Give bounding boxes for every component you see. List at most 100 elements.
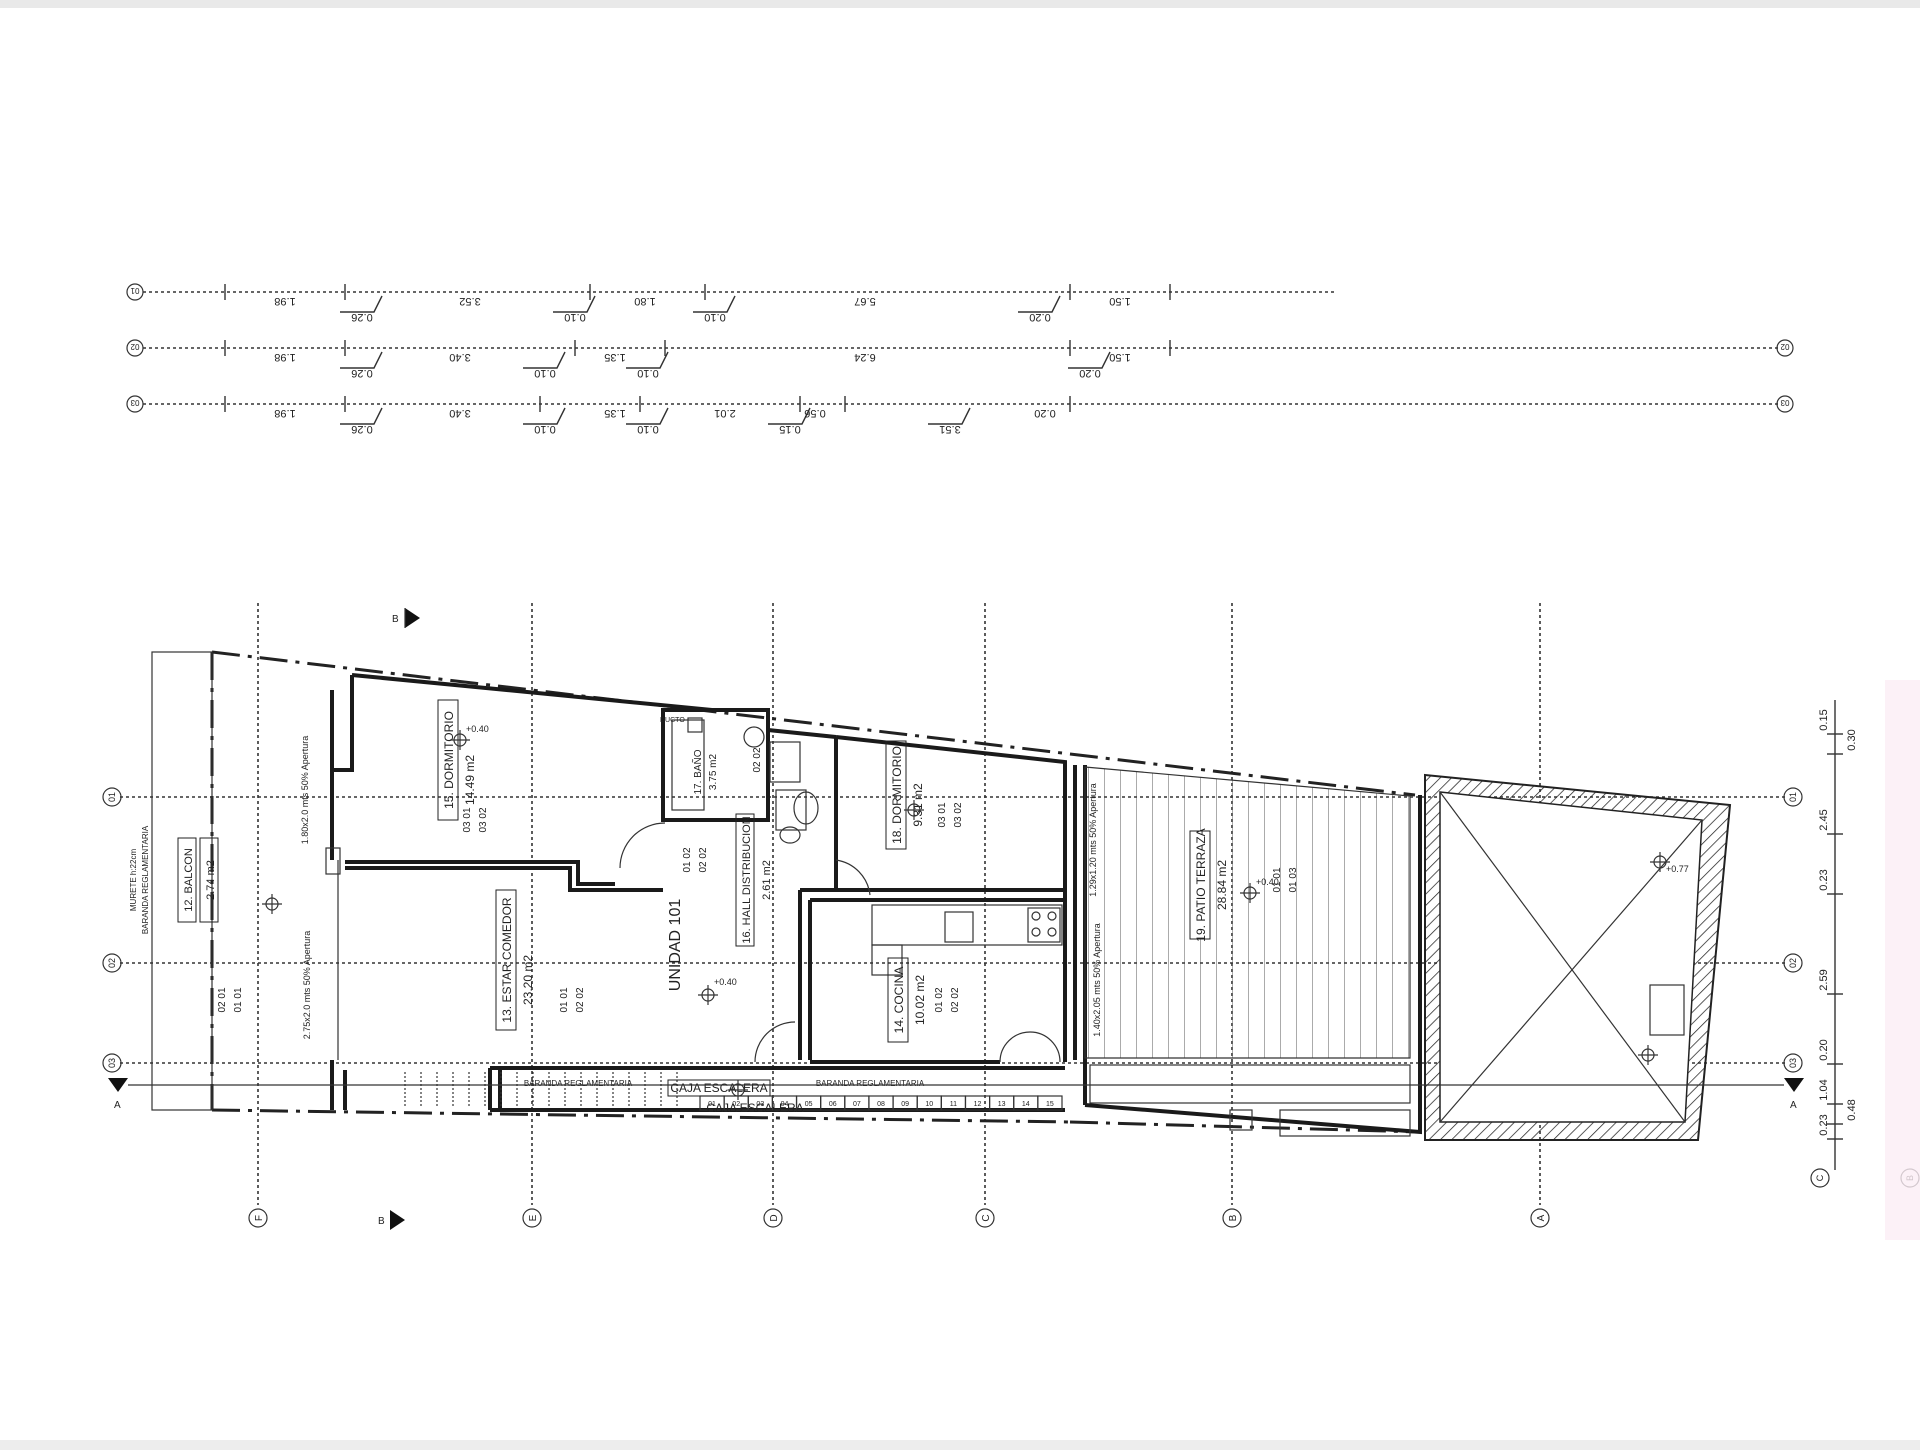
room-cocina-code-2: 02 02 <box>950 987 961 1012</box>
column-axis-label: F <box>254 1215 265 1221</box>
room-estar-area: 23.20 m2 <box>521 955 535 1005</box>
stair-step-number: 07 <box>853 1101 861 1108</box>
right-dimension-value: 2.45 <box>1818 809 1830 830</box>
room-estar-code-2: 02 02 <box>575 987 586 1012</box>
room-balcon-area: 2.74 m2 <box>205 860 217 900</box>
dimension-value: 1.50 <box>1109 351 1130 363</box>
room-bano-name: 17. BAÑO <box>691 749 704 794</box>
section-mark-b-bottom: B <box>378 1216 385 1227</box>
column-axis-bubble <box>975 1208 995 1228</box>
dimension-value: 0.10 <box>637 367 658 379</box>
row-axis-label: 02 <box>1788 958 1798 968</box>
right-dimension-string: 0.150.302.450.232.590.201.040.480.23CB <box>1810 700 1920 1188</box>
section-mark-b-top: B <box>392 614 399 625</box>
room-balcon-code-2: 01 01 <box>233 987 244 1012</box>
room-dorm2-code-2: 03 02 <box>953 802 964 827</box>
dimension-value: 1.98 <box>274 407 295 419</box>
room-bano-code-1: 02 02 <box>752 747 763 772</box>
stair-step-number: 03 <box>756 1101 764 1108</box>
level-patio: +0.40 <box>1256 877 1279 887</box>
row-axis-bubble <box>102 787 122 807</box>
stair-baranda-2: BARANDA REGLAMENTARIA <box>816 1079 925 1088</box>
axis-bubble-label: 01 <box>130 286 139 295</box>
room-hall-code-1: 01 02 <box>682 847 693 872</box>
dimension-value: 1.98 <box>274 295 295 307</box>
stair-step-number: 15 <box>1046 1101 1054 1108</box>
right-dimension-value: 0.20 <box>1818 1039 1830 1060</box>
dimension-value: 3.40 <box>449 351 470 363</box>
ducto-label: DUCTO <box>660 717 685 724</box>
row-axis-bubble <box>102 1053 122 1073</box>
dimension-value: 1.35 <box>604 351 625 363</box>
section-mark-a-left: A <box>114 1100 121 1111</box>
right-dimension-value: 0.15 <box>1818 709 1830 730</box>
room-hall-name: 16. HALL DISTRIBUCION <box>741 816 753 943</box>
column-axis-bubble <box>763 1208 783 1228</box>
dimension-value: 0.10 <box>637 423 658 435</box>
stair-baranda-1: BARANDA REGLAMENTARIA <box>524 1079 633 1088</box>
room-cocina-code-1: 01 02 <box>934 987 945 1012</box>
dimension-value: 0.10 <box>534 423 555 435</box>
level-estar: +0.40 <box>714 977 737 987</box>
opening-note-3: 1.29x1.20 mts 50% Apertura <box>1088 783 1098 897</box>
row-axis-label: 03 <box>107 1058 117 1068</box>
dimension-value: 5.67 <box>854 295 875 307</box>
stair-step-number: 01 <box>708 1101 716 1108</box>
dimension-value: 0.20 <box>1029 311 1050 323</box>
unit-label: UNIDAD 101 <box>667 899 684 992</box>
room-dorm1-code-1: 03 01 <box>462 807 473 832</box>
room-patio-area: 28.84 m2 <box>1215 860 1229 910</box>
column-axis-label: C <box>981 1214 992 1221</box>
room-estar-code-1: 01 01 <box>559 987 570 1012</box>
room-dorm1-name: 15. DORMITORIO <box>442 711 456 809</box>
patio-deck <box>1084 766 1411 1059</box>
room-labels: 12. BALCON 2.74 m2 13. ESTAR COMEDOR 23.… <box>129 699 1689 1115</box>
column-axis-label: E <box>528 1214 539 1221</box>
stair-step-number: 12 <box>974 1101 982 1108</box>
stair-label-1: CAJA ESCALERA <box>670 1081 767 1095</box>
building-outline <box>151 650 1421 1134</box>
axis-bubble <box>1776 395 1794 413</box>
dimension-row: 011.980.263.520.101.800.105.670.201.50 <box>126 283 1335 323</box>
stair-step-number: 14 <box>1022 1101 1030 1108</box>
column-axis-bubble <box>522 1208 542 1228</box>
axis-bubble-label: 02 <box>130 342 139 351</box>
dimension-value: 0.26 <box>351 311 372 323</box>
opening-note-4: 1.40x2.05 mts 50% Apertura <box>1092 923 1102 1037</box>
opening-note-1: 1.80x2.0 mts 50% Apertura <box>300 736 310 845</box>
dimension-value: 0.20 <box>1034 407 1055 419</box>
dimension-value: 2.01 <box>714 407 735 419</box>
dimension-value: 0.10 <box>534 367 555 379</box>
dimension-value: 1.98 <box>274 351 295 363</box>
baranda-note: BARANDA REGLAMENTARIA <box>141 825 150 934</box>
row-axis-bubble <box>1783 787 1803 807</box>
dimension-value: 1.50 <box>1109 295 1130 307</box>
dimension-value: 1.35 <box>604 407 625 419</box>
dimension-value: 3.40 <box>449 407 470 419</box>
room-patio-code-2: 01 03 <box>1288 867 1299 892</box>
stair-step-number: 08 <box>877 1101 885 1108</box>
room-balcon-code-1: 02 01 <box>217 987 228 1012</box>
row-axis-label: 01 <box>1788 792 1798 802</box>
dimension-value: 0.10 <box>564 311 585 323</box>
dimension-value: 3.52 <box>459 295 480 307</box>
dimension-value: 0.20 <box>1079 367 1100 379</box>
right-axis-label: C <box>1815 1174 1825 1181</box>
axis-bubble-label: 03 <box>130 398 139 407</box>
stair-step-number: 04 <box>781 1101 789 1108</box>
stair-label-2: CAJA ESCALERA <box>706 1101 803 1115</box>
right-dimension-value: 0.23 <box>1818 1114 1830 1135</box>
room-patio-code-1: 01 01 <box>1272 867 1283 892</box>
row-axis-bubble <box>102 953 122 973</box>
stair-step-number: 11 <box>950 1101 957 1108</box>
dimension-row: 031.980.263.400.101.350.102.010.150.563.… <box>126 395 1794 435</box>
right-dimension-value: 0.30 <box>1846 729 1858 750</box>
stair-step-number: 10 <box>925 1101 933 1108</box>
section-markers: B B A A <box>108 608 1804 1230</box>
right-axis-bubble <box>1810 1168 1830 1188</box>
stair-step-number: 13 <box>998 1101 1006 1108</box>
row-axis-bubble <box>1783 953 1803 973</box>
section-mark-a-right: A <box>1790 1100 1797 1111</box>
right-dimension-value: 2.59 <box>1818 969 1830 990</box>
